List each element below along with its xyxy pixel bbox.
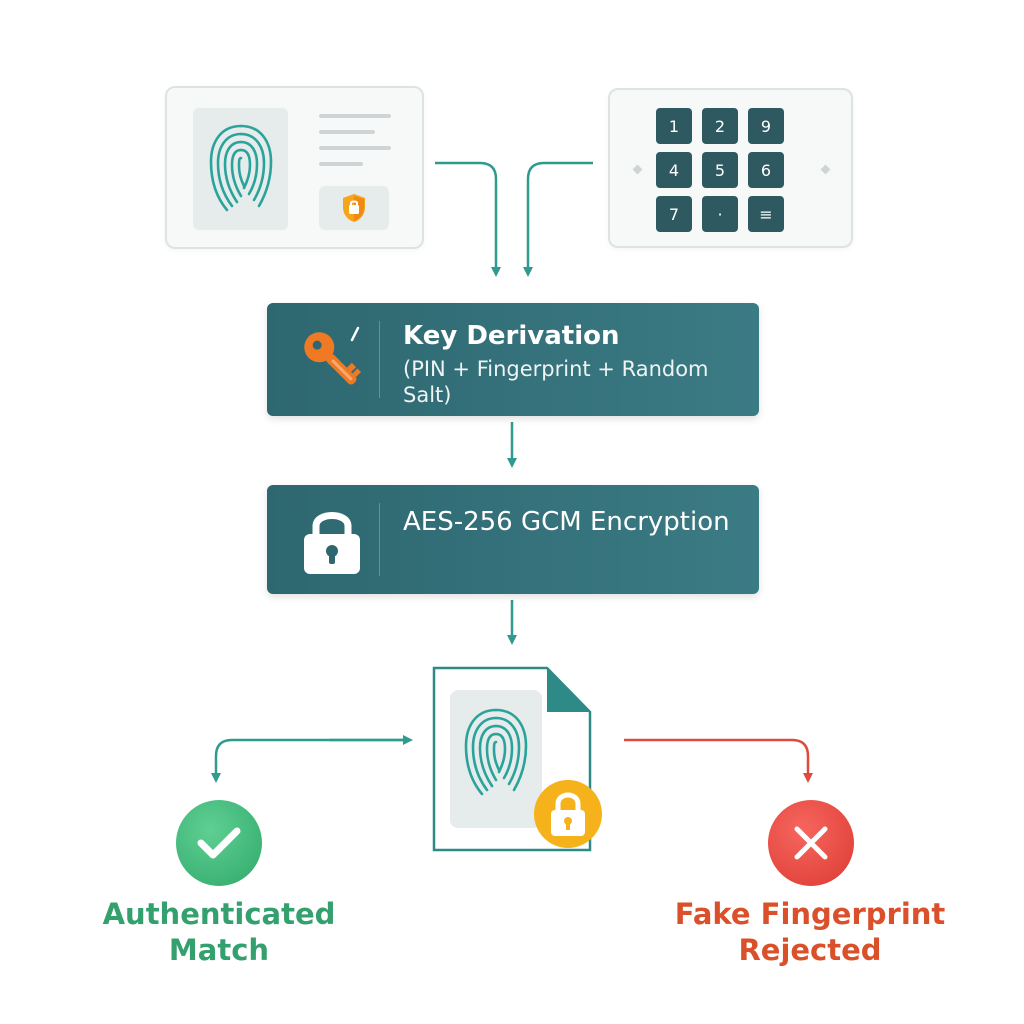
arrow-pin-to-key bbox=[523, 161, 593, 277]
lock-icon bbox=[534, 780, 602, 848]
reject-label: Fake Fingerprint Rejected bbox=[674, 897, 946, 967]
keypad-key: 5 bbox=[702, 152, 738, 188]
keypad-key: 7 bbox=[656, 196, 692, 232]
fingerprint-tile bbox=[193, 108, 288, 230]
shield-badge bbox=[319, 186, 389, 230]
card-side-dot bbox=[820, 164, 831, 175]
encryption-title: AES-256 GCM Encryption bbox=[403, 507, 730, 537]
keypad-key: ≡ bbox=[748, 196, 784, 232]
fingerprint-icon bbox=[209, 124, 273, 212]
lock-icon-wrap bbox=[287, 485, 377, 594]
key-icon-wrap bbox=[287, 303, 377, 416]
arrow-reject-branch bbox=[624, 738, 813, 783]
arrow-fingerprint-to-key bbox=[435, 161, 501, 277]
key-icon bbox=[304, 326, 361, 385]
key-derivation-title: Key Derivation bbox=[403, 321, 620, 351]
encrypted-fingerprint-file-icon bbox=[432, 666, 602, 852]
shield-icon bbox=[343, 194, 365, 222]
keypad-key: 1 bbox=[656, 108, 692, 144]
lock-icon bbox=[304, 511, 360, 574]
step-divider bbox=[379, 321, 380, 398]
keypad-key: 2 bbox=[702, 108, 738, 144]
text-placeholder-line bbox=[319, 130, 375, 134]
text-placeholder-line bbox=[319, 146, 391, 150]
text-placeholder-line bbox=[319, 162, 363, 166]
checkmark-icon bbox=[197, 827, 241, 859]
pin-input-card: 1 2 9 4 5 6 7 · ≡ bbox=[608, 88, 853, 248]
keypad-icon: 1 2 9 4 5 6 7 · ≡ bbox=[656, 108, 802, 232]
key-derivation-subtitle: (PIN + Fingerprint + Random Salt) bbox=[403, 357, 709, 407]
keypad-key: 4 bbox=[656, 152, 692, 188]
text-placeholder-line bbox=[319, 114, 391, 118]
x-icon bbox=[794, 826, 828, 860]
keypad-key: · bbox=[702, 196, 738, 232]
fingerprint-input-card bbox=[165, 86, 424, 249]
keypad-key: 9 bbox=[748, 108, 784, 144]
keypad-key: 6 bbox=[748, 152, 784, 188]
encryption-step: AES-256 GCM Encryption bbox=[267, 485, 759, 594]
success-label: Authenticated Match bbox=[102, 897, 336, 967]
success-badge bbox=[176, 800, 262, 886]
arrow-success-branch bbox=[211, 738, 404, 783]
step-divider bbox=[379, 503, 380, 576]
reject-badge bbox=[768, 800, 854, 886]
card-side-dot bbox=[632, 164, 643, 175]
key-derivation-step: Key Derivation (PIN + Fingerprint + Rand… bbox=[267, 303, 759, 416]
